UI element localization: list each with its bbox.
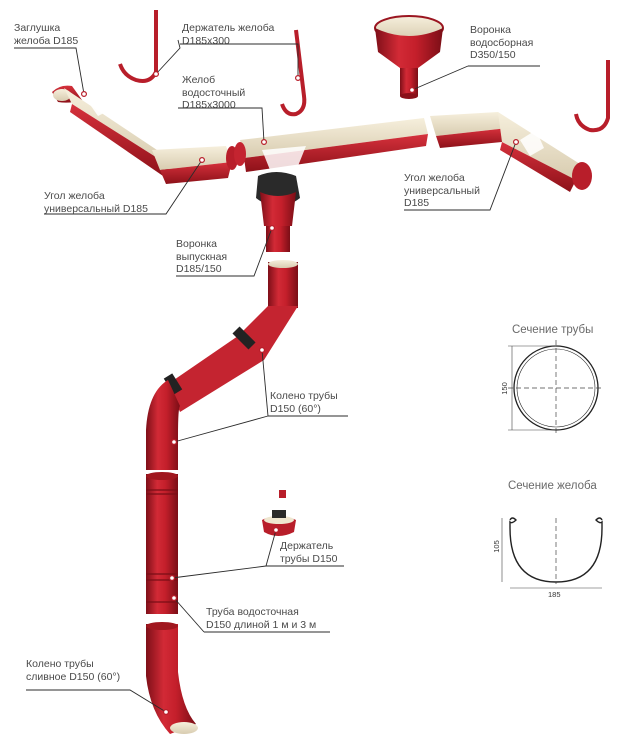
pipe-dimension-label: 150 [499,382,509,395]
outlet-funnel [256,172,300,252]
drain-elbow [146,622,198,734]
downpipe-straight [146,472,178,614]
gutter-height-label: 105 [491,540,501,553]
collector-funnel [374,15,444,99]
gutter-width-label: 185 [548,590,561,599]
gutter-section-drawing [501,517,603,589]
gutter-main [234,118,428,172]
label-pipe-holder: Держатель трубы D150 [280,540,338,565]
pipe-section-drawing [508,340,604,436]
label-gutter-holder: Держатель желоба D185x300 [182,22,275,47]
label-corner-right: Угол желоба универсальный D185 [404,172,480,209]
label-pipe-elbow: Колено трубы D150 (60°) [270,390,338,415]
gutter-section-title: Сечение желоба [508,480,597,492]
corner-left [152,146,238,184]
label-end-cap: Заглушка желоба D185 [14,22,79,47]
label-collector-funnel: Воронка водосборная D350/150 [470,24,534,61]
pipe-section-title: Сечение трубы [512,324,594,336]
label-outlet-funnel: Воронка выпускная D185/150 [176,238,228,275]
leader-lines [14,39,540,713]
label-corner-left: Угол желоба универсальный D185 [44,190,148,215]
pipe-holder-part [262,490,296,536]
label-gutter: Желоб водосточный D185x3000 [182,74,246,111]
downpipe-lower-elbow [146,380,180,470]
downpipe-upper-elbow [163,260,298,412]
leader-dots [80,70,519,715]
label-drain-elbow: Колено трубы сливное D150 (60°) [26,658,121,683]
gutter-holder-icon [118,10,610,133]
gutter-left-segment [64,88,170,178]
label-downpipe: Труба водосточная D150 длиной 1 м и 3 м [206,606,317,631]
corner-right [430,112,592,192]
